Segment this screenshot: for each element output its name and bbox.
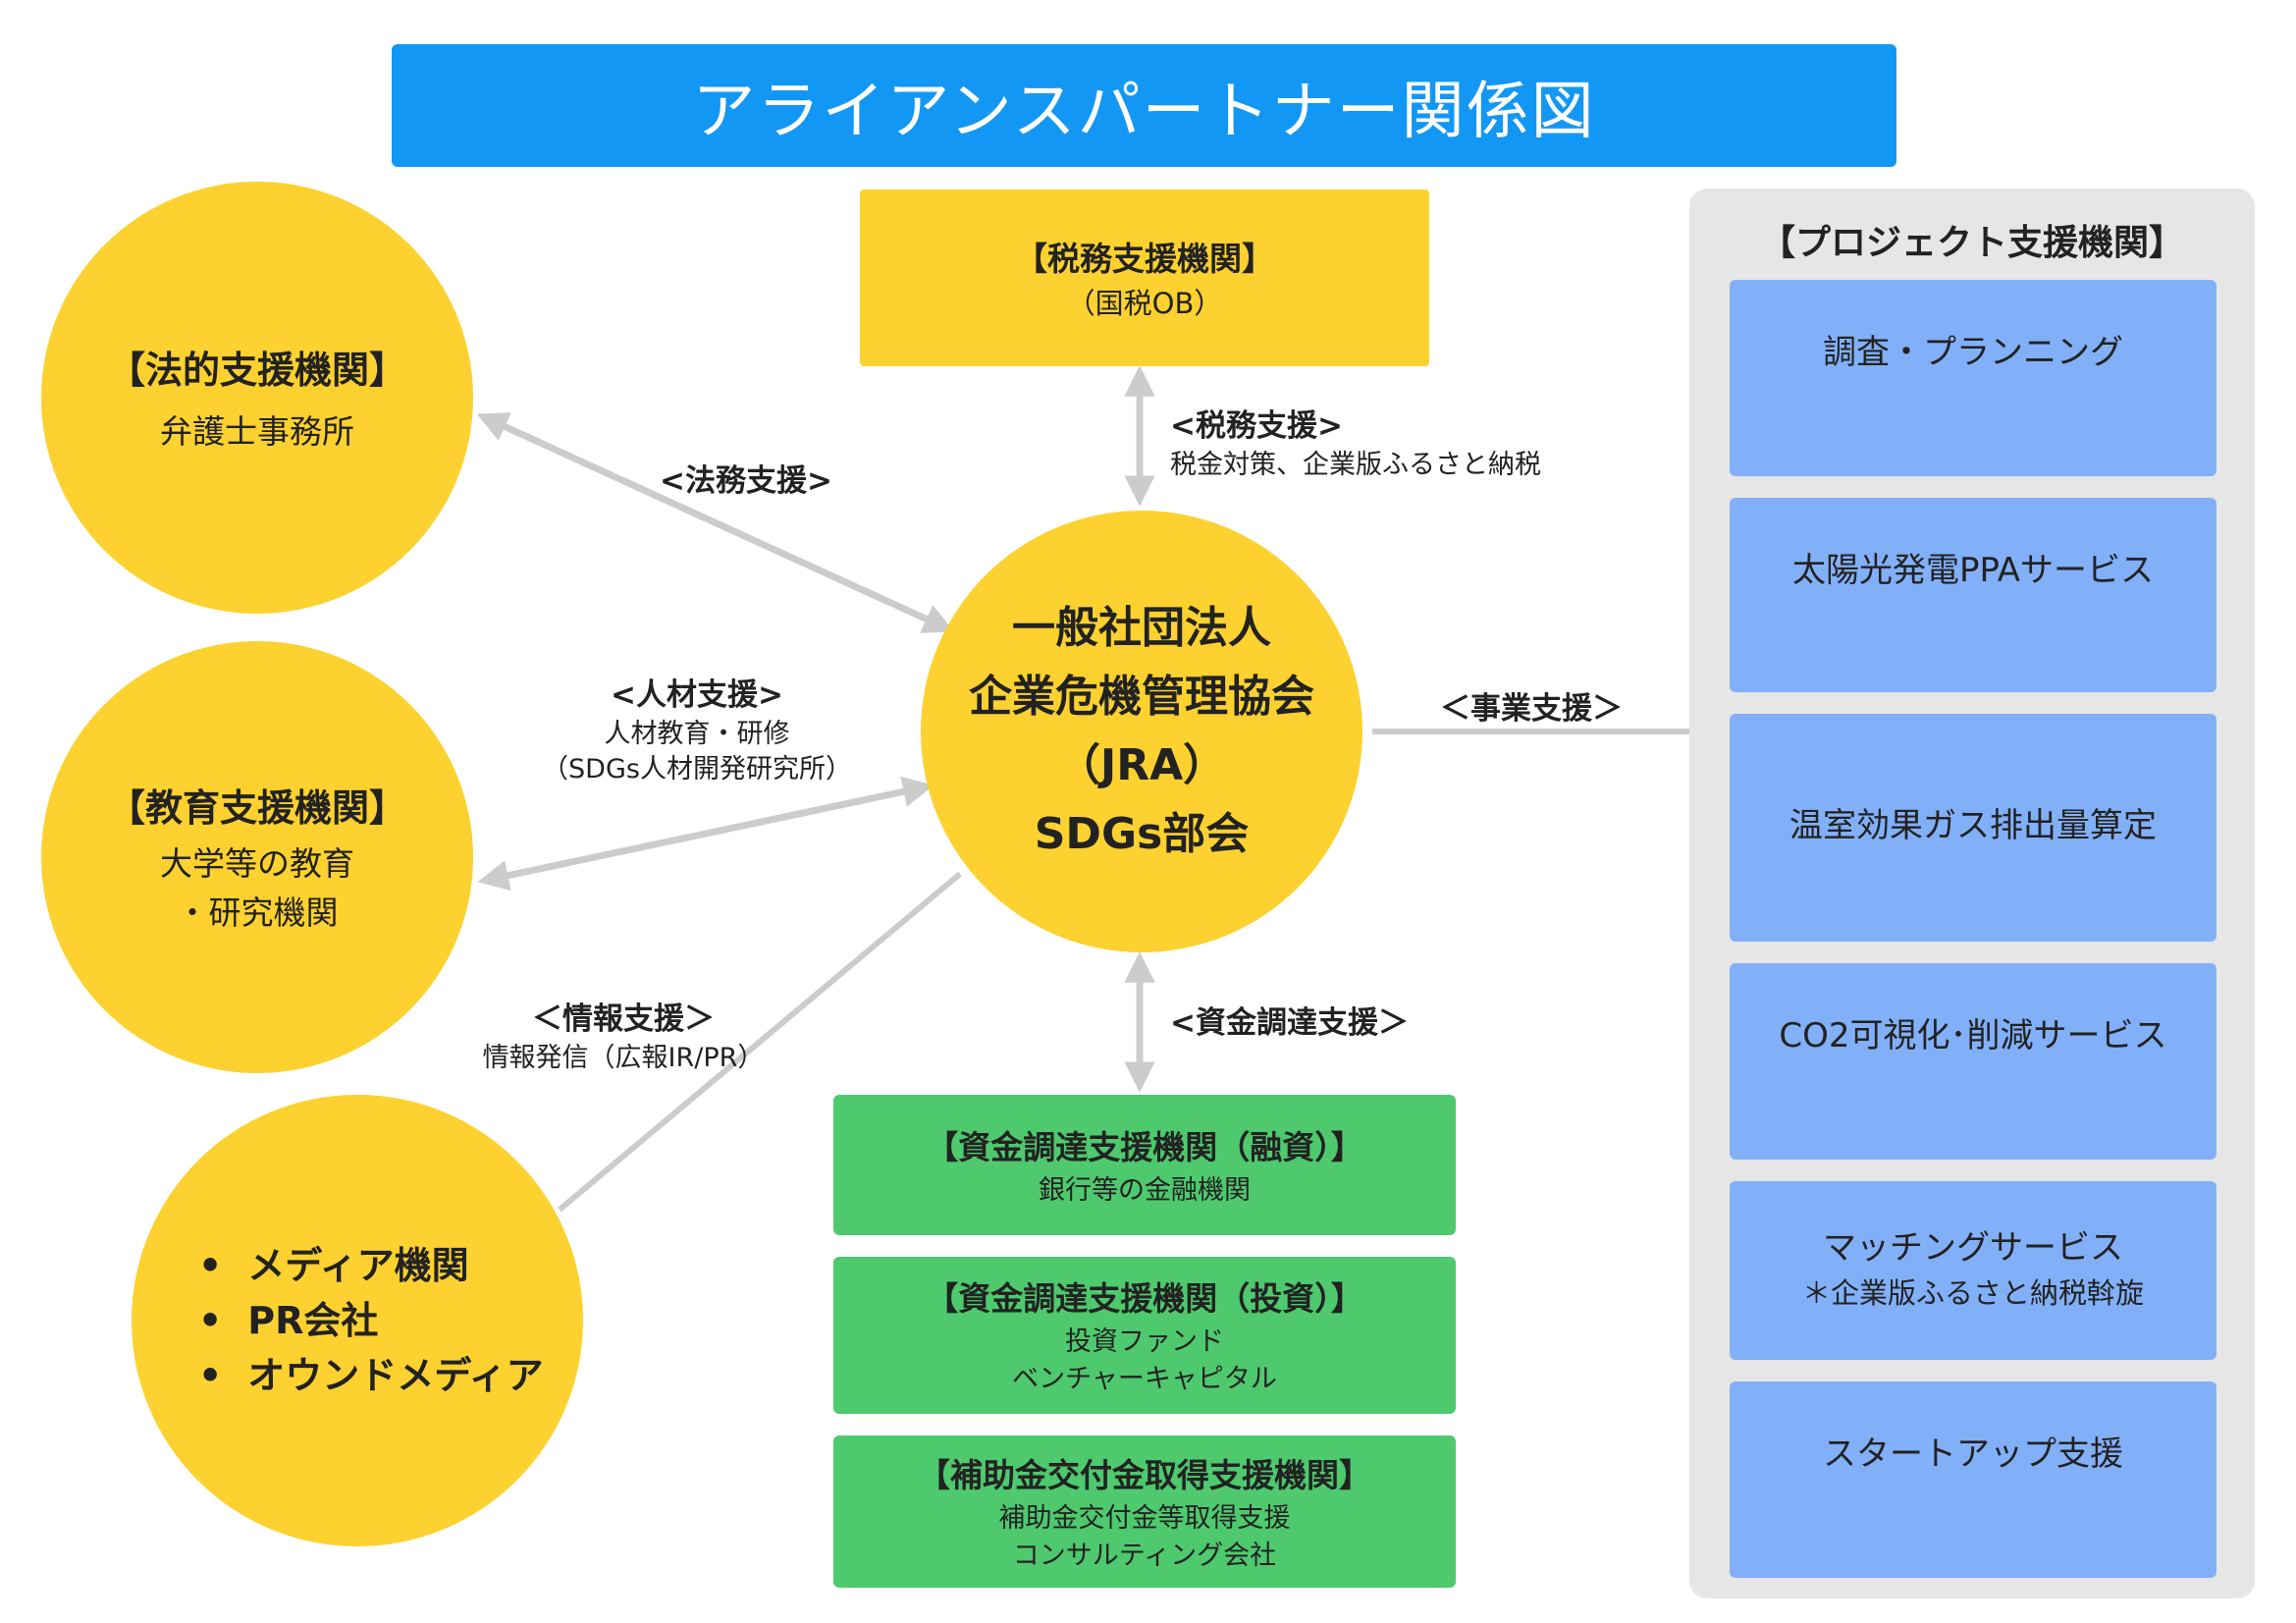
project-item-matching: マッチングサービス ＊企業版ふるさと納税斡旋 [1730, 1181, 2216, 1360]
media-item: オウンドメディア [198, 1348, 543, 1403]
finance-loan-box: 【資金調達支援機関（融資）】 銀行等の金融機関 [833, 1095, 1456, 1235]
education-support-text: 大学等の教育 ・研究機関 [160, 839, 354, 937]
project-item-solar-ppa: 太陽光発電PPAサービス [1730, 498, 2216, 692]
education-line-1: 大学等の教育 [160, 844, 354, 883]
finance-investment-line: ベンチャーキャピタル [1012, 1364, 1277, 1394]
media-circle: メディア機関 PR会社 オウンドメディア [132, 1095, 583, 1546]
project-item-label: マッチングサービス [1823, 1228, 2123, 1268]
center-line-4: SDGs部会 [1034, 809, 1250, 859]
legal-support-arrow [476, 412, 955, 633]
project-item-label: 太陽光発電PPAサービス [1791, 551, 2155, 590]
finance-subsidy-text: 補助金交付金等取得支援 コンサルティング会社 [999, 1500, 1291, 1575]
tax-support-box: 【税務支援機関】 （国税OB） [860, 189, 1429, 366]
finance-loan-text: 銀行等の金融機関 [1039, 1174, 1251, 1206]
finance-support-label: <資金調達支援＞ [1170, 1005, 1409, 1041]
project-item-startup: スタートアップ支援 [1730, 1381, 2216, 1578]
finance-investment-text: 投資ファンド ベンチャーキャピタル [1012, 1324, 1277, 1398]
media-item: PR会社 [198, 1293, 544, 1348]
center-line-3: （JRA） [1056, 740, 1227, 790]
center-line-1: 一般社団法人 [1012, 603, 1271, 653]
legal-support-circle: 【法的支援機関】 弁護士事務所 [41, 182, 473, 614]
finance-subsidy-line: 補助金交付金等取得支援 [998, 1502, 1291, 1534]
hr-support-arrow [477, 776, 934, 892]
info-support-detail: 情報発信（広報IR/PR） [482, 1042, 765, 1073]
media-item: メディア機関 [198, 1238, 544, 1293]
finance-subsidy-line: コンサルティング会社 [1012, 1540, 1277, 1571]
project-item-label: スタートアップ支援 [1823, 1434, 2123, 1474]
project-item-label: 温室効果ガス排出量算定 [1789, 806, 2157, 845]
jra-center-circle: 一般社団法人 企業危機管理協会 （JRA） SDGs部会 [921, 511, 1362, 952]
legal-support-label: <法務支援> [660, 463, 832, 499]
project-support-title: 【プロジェクト支援機関】 [1759, 223, 2184, 263]
education-line-2: ・研究機関 [176, 893, 339, 932]
finance-investment-title: 【資金調達支援機関（投資）】 [926, 1279, 1363, 1319]
project-item-ghg-calc: 温室効果ガス排出量算定 [1730, 714, 2216, 942]
hr-support-detail-2: （SDGs人材開発研究所） [542, 754, 852, 785]
info-support-line [558, 871, 962, 1213]
finance-subsidy-title: 【補助金交付金取得支援機関】 [918, 1455, 1371, 1494]
tax-support-title: 【税務支援機関】 [1015, 239, 1274, 278]
project-item-label: 調査・プランニング [1823, 333, 2123, 372]
project-item-label: CO2可視化･削減サービス [1779, 1016, 2167, 1055]
tax-support-detail: 税金対策、企業版ふるさと納税 [1170, 449, 1541, 480]
tax-support-text: （国税OB） [1066, 286, 1223, 320]
finance-investment-line: 投資ファンド [1064, 1326, 1224, 1358]
hr-support-label: <人材支援> 人材教育・研修 （SDGs人材開発研究所） [530, 676, 864, 788]
finance-subsidy-box: 【補助金交付金取得支援機関】 補助金交付金等取得支援 コンサルティング会社 [833, 1435, 1456, 1588]
media-list: メディア機関 PR会社 オウンドメディア [198, 1238, 544, 1403]
tax-support-label: <税務支援> 税金対策、企業版ふるさと納税 [1170, 406, 1592, 483]
education-support-circle: 【教育支援機関】 大学等の教育 ・研究機関 [41, 641, 473, 1073]
project-item-co2: CO2可視化･削減サービス [1730, 963, 2216, 1160]
finance-investment-box: 【資金調達支援機関（投資）】 投資ファンド ベンチャーキャピタル [833, 1257, 1456, 1414]
hr-support-detail-1: 人材教育・研修 [604, 718, 790, 749]
info-support-label: ＜情報支援＞ 情報発信（広報IR/PR） [461, 1000, 785, 1076]
education-support-title: 【教育支援機関】 [107, 786, 406, 830]
project-item-sub: ＊企業版ふるさと納税斡旋 [1801, 1276, 2144, 1311]
page-title: アライアンスパートナー関係図 [392, 44, 1896, 167]
legal-support-text: 弁護士事務所 [160, 411, 354, 451]
center-line-2: 企業危機管理協会 [969, 672, 1314, 722]
business-support-label: ＜事業支援＞ [1440, 691, 1623, 727]
project-item-research: 調査・プランニング [1730, 280, 2216, 476]
legal-support-title: 【法的支援機関】 [107, 348, 406, 392]
finance-loan-title: 【資金調達支援機関（融資）】 [926, 1127, 1363, 1166]
